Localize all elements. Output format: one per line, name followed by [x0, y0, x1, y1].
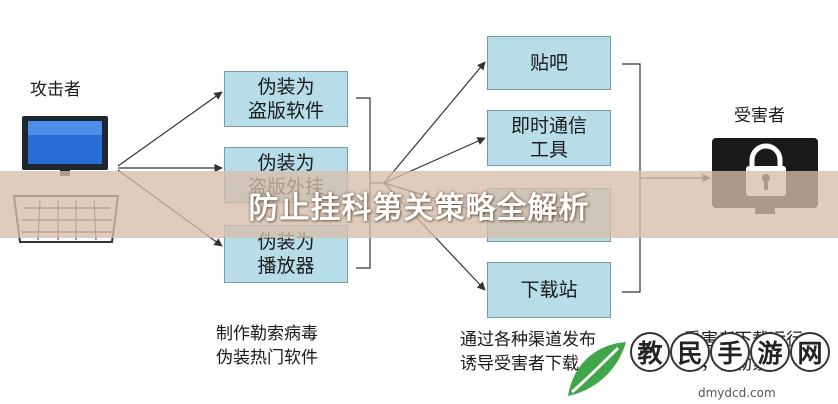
banner-title: 防止挂科第关策略全解析 — [248, 190, 590, 226]
caption-distribute: 通过各种渠道发布 诱导受害者下载 — [460, 330, 596, 374]
watermark: 教 民 手 游 网 dmydcd.com — [560, 330, 838, 404]
title-banner: 防止挂科第关策略全解析 — [0, 171, 838, 238]
watermark-char-1: 教 — [630, 332, 670, 372]
channel-box-4: 下载站 — [487, 262, 611, 318]
arrow-attacker-to-disguise-1 — [117, 91, 223, 167]
watermark-char-2: 民 — [670, 332, 710, 372]
channel-box-2: 即时通信 工具 — [487, 110, 611, 166]
caption-create-ransomware: 制作勒索病毒 伪装热门软件 — [216, 324, 318, 368]
victim-label: 受害者 — [734, 106, 785, 126]
channel-box-1: 贴吧 — [487, 36, 611, 90]
watermark-char-4: 游 — [750, 332, 790, 372]
leaf-logo-icon — [568, 342, 626, 396]
watermark-char-5: 网 — [790, 332, 830, 372]
watermark-char-3: 手 — [710, 332, 750, 372]
attacker-label: 攻击者 — [30, 80, 81, 100]
computer-icon — [22, 116, 108, 176]
watermark-domain: dmydcd.com — [698, 386, 776, 400]
disguise-box-1: 伪装为 盗版软件 — [224, 71, 348, 127]
arrow-to-channel-1 — [383, 61, 486, 184]
